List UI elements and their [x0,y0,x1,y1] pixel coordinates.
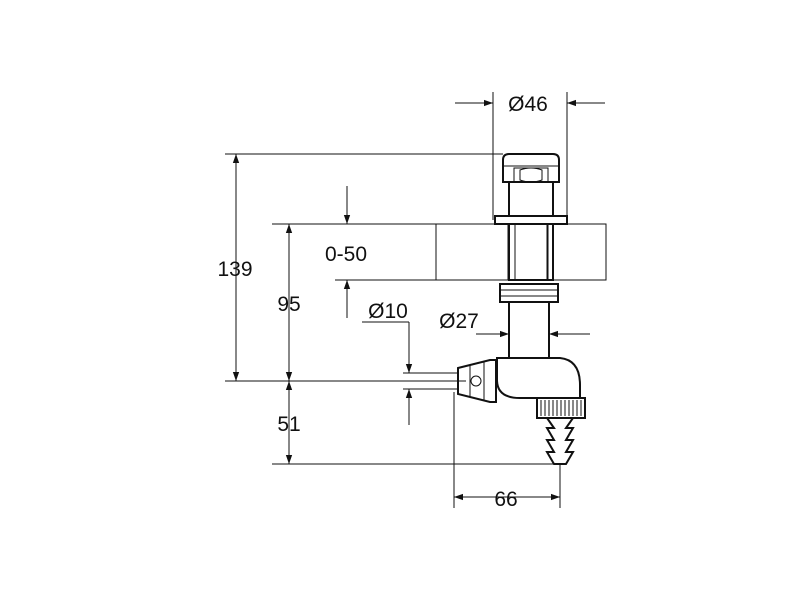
wall-hatch-right [547,223,607,281]
label-height-95: 95 [277,293,300,316]
label-range-0-50: 0-50 [325,243,367,266]
wall-hatch-left [435,223,509,281]
elbow-housing [496,357,581,399]
label-height-51: 51 [277,413,300,436]
hose-barb [545,417,575,465]
valve-body [457,153,586,465]
extension-lines [225,92,568,508]
dimension-labels: Ø46 139 0-50 95 Ø10 Ø27 51 66 [217,93,547,511]
label-diameter-27: Ø27 [439,310,479,333]
label-width-66: 66 [494,488,517,511]
dimension-lines [232,99,605,501]
valve-cap [502,153,560,183]
wall-section [435,223,607,281]
label-diameter-10: Ø10 [368,300,408,323]
label-diameter-46: Ø46 [508,93,548,116]
side-connector [457,359,497,403]
label-height-139: 139 [217,258,252,281]
